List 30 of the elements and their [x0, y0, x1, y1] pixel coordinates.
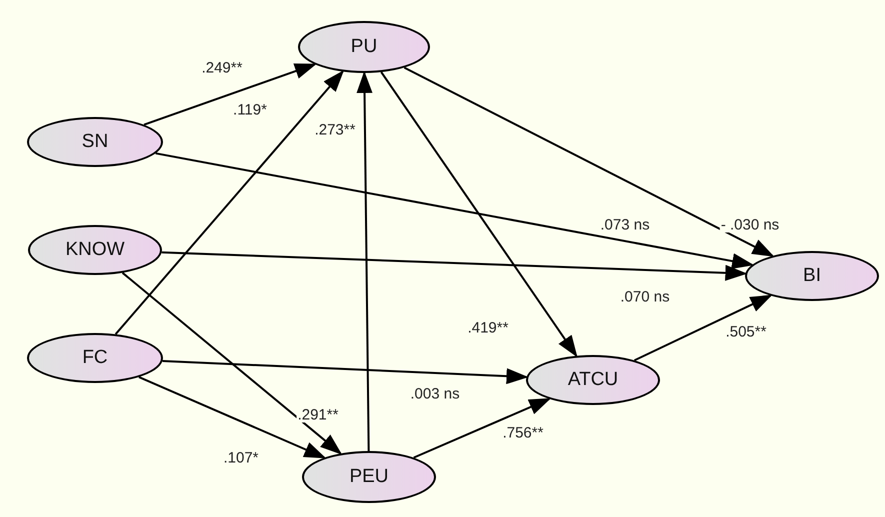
variable-name: FC: [82, 346, 108, 370]
edge-label: - .030 ns: [720, 218, 780, 232]
arrow: [413, 398, 552, 459]
edge-label: .070 ns: [619, 290, 671, 304]
edge-label: .249**: [200, 60, 244, 76]
arrow: [162, 360, 528, 384]
variable-name: KNOW: [65, 238, 125, 262]
arrow: [404, 66, 774, 257]
edge-label: .003 ns: [409, 386, 461, 402]
variable-name: PU: [350, 34, 378, 59]
arrow: [162, 251, 748, 281]
arrow: [380, 72, 578, 358]
edge-label: .505**: [724, 324, 768, 340]
arrow: [155, 152, 754, 269]
arrow: [138, 376, 326, 459]
edge-label: .073 ns: [599, 218, 651, 232]
arrow: [114, 70, 344, 335]
variable-name: SN: [82, 130, 108, 154]
arrow: [634, 294, 772, 362]
arrow: [356, 71, 373, 452]
variable-name: BI: [803, 264, 821, 288]
edge-label: .107*: [222, 450, 260, 466]
edge-label: .756**: [502, 426, 544, 440]
edge-label: .119*: [232, 102, 268, 118]
edge-label: .273**: [314, 122, 356, 138]
edge-label: .291**: [296, 408, 340, 422]
arrow: [144, 63, 317, 126]
edge-label: .419**: [466, 320, 510, 336]
variable-name: ATCU: [568, 368, 618, 392]
variable-name: PEU: [349, 464, 389, 489]
